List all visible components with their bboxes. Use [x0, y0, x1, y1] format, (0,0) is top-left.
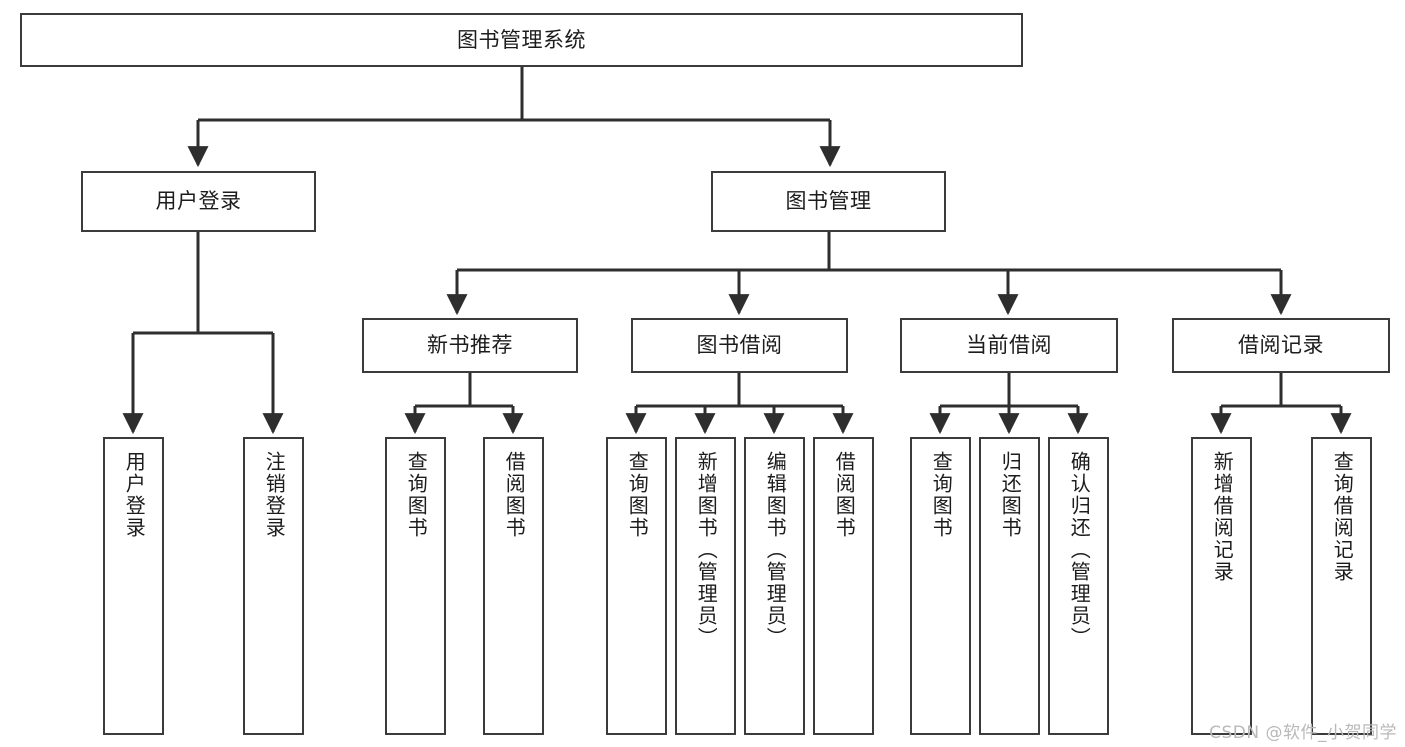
node-label: 新书推荐	[427, 333, 513, 358]
leaf-new-book-query-books[interactable]: 查询图书	[385, 437, 446, 735]
node-label: 用户登录	[155, 189, 242, 214]
leaf-borrow-borrow-books[interactable]: 借阅图书	[813, 437, 874, 735]
node-label: 注销登录	[262, 451, 287, 539]
node-borrow-records[interactable]: 借阅记录	[1172, 318, 1390, 373]
node-label: 查询借阅记录	[1330, 451, 1355, 583]
leaf-current-return-books[interactable]: 归还图书	[979, 437, 1040, 735]
leaf-borrow-add-book-admin[interactable]: 新增图书（管理员）	[675, 437, 736, 735]
node-label: 图书管理系统	[457, 27, 586, 52]
node-label: 借阅图书	[502, 451, 527, 539]
node-user-login[interactable]: 用户登录	[81, 171, 316, 232]
node-label: 借阅记录	[1238, 333, 1324, 358]
node-book-borrowing[interactable]: 图书借阅	[631, 318, 848, 373]
node-root-book-management-system[interactable]: 图书管理系统	[20, 13, 1023, 67]
node-label: 确认归还（管理员）	[1067, 451, 1092, 649]
node-label: 归还图书	[998, 451, 1023, 539]
node-new-book-recommendation[interactable]: 新书推荐	[362, 318, 578, 373]
node-label: 用户登录	[122, 451, 147, 539]
leaf-current-query-books[interactable]: 查询图书	[910, 437, 971, 735]
node-label: 借阅图书	[832, 451, 857, 539]
leaf-record-add-borrow-record[interactable]: 新增借阅记录	[1191, 437, 1252, 735]
node-label: 新增借阅记录	[1210, 451, 1235, 583]
leaf-user-login-logout[interactable]: 注销登录	[243, 437, 304, 735]
leaf-borrow-query-books[interactable]: 查询图书	[606, 437, 667, 735]
node-label: 查询图书	[404, 451, 429, 539]
node-label: 查询图书	[929, 451, 954, 539]
leaf-current-confirm-return-admin[interactable]: 确认归还（管理员）	[1048, 437, 1109, 735]
node-label: 编辑图书（管理员）	[763, 451, 788, 649]
node-label: 当前借阅	[966, 333, 1052, 358]
leaf-borrow-edit-book-admin[interactable]: 编辑图书（管理员）	[744, 437, 805, 735]
node-label: 图书借阅	[696, 333, 783, 358]
watermark: CSDN @软件_小贺同学	[1209, 723, 1397, 743]
node-book-management[interactable]: 图书管理	[711, 171, 946, 232]
leaf-record-query-borrow-record[interactable]: 查询借阅记录	[1311, 437, 1372, 735]
leaf-user-login-login[interactable]: 用户登录	[103, 437, 164, 735]
node-current-borrowing[interactable]: 当前借阅	[900, 318, 1118, 373]
leaf-new-book-borrow-books[interactable]: 借阅图书	[483, 437, 544, 735]
node-label: 查询图书	[625, 451, 650, 539]
node-label: 图书管理	[785, 189, 872, 214]
node-label: 新增图书（管理员）	[694, 451, 719, 649]
